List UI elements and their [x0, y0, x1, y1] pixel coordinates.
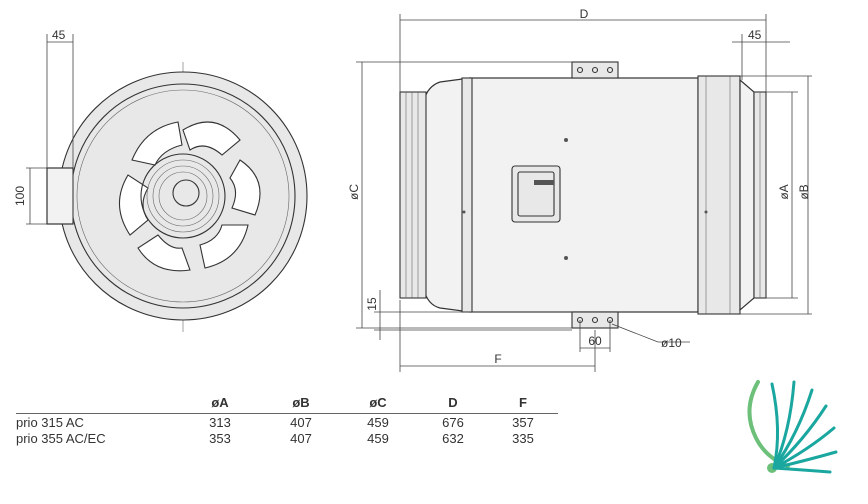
front-height-label: 100: [13, 186, 27, 206]
col-header-F: F: [488, 393, 558, 414]
technical-drawing: 45 100: [13, 7, 812, 372]
front-view: 45 100: [13, 28, 308, 332]
row-A: 353: [209, 430, 231, 446]
row-C: 459: [367, 414, 389, 430]
side-hole-label: ø10: [661, 336, 682, 350]
front-width-label: 45: [52, 28, 66, 42]
brand-logo-icon: [747, 380, 838, 474]
row-model: prio 315 AC: [16, 414, 84, 430]
spec-table: øA øB øC D F prio 315 AC 313 407 459 676…: [16, 393, 558, 446]
table-header-row: øA øB øC D F: [16, 393, 558, 414]
side-C-label: øC: [347, 184, 361, 200]
side-15-label: 15: [365, 297, 379, 311]
row-A: 313: [209, 414, 231, 430]
row-F: 357: [512, 414, 534, 430]
side-B-label: øB: [797, 184, 811, 199]
row-F: 335: [512, 430, 534, 446]
col-header-A: øA: [176, 393, 264, 414]
side-A-label: øA: [777, 184, 791, 199]
col-header-model: [16, 393, 176, 414]
row-D: 632: [442, 430, 464, 446]
row-model: prio 355 AC/EC: [16, 430, 106, 446]
side-45-label: 45: [748, 28, 762, 42]
side-view: D 45 øC øA øB 15 60 ø10: [347, 7, 812, 372]
col-header-D: D: [418, 393, 488, 414]
col-header-C: øC: [338, 393, 418, 414]
table-row: prio 355 AC/EC 353 407 459 632 335: [16, 430, 558, 446]
side-D-label: D: [580, 7, 589, 21]
col-header-B: øB: [264, 393, 338, 414]
table-row: prio 315 AC 313 407 459 676 357: [16, 414, 558, 431]
row-B: 407: [290, 430, 312, 446]
row-D: 676: [442, 414, 464, 430]
row-C: 459: [367, 430, 389, 446]
side-F-label: F: [494, 352, 501, 366]
row-B: 407: [290, 414, 312, 430]
